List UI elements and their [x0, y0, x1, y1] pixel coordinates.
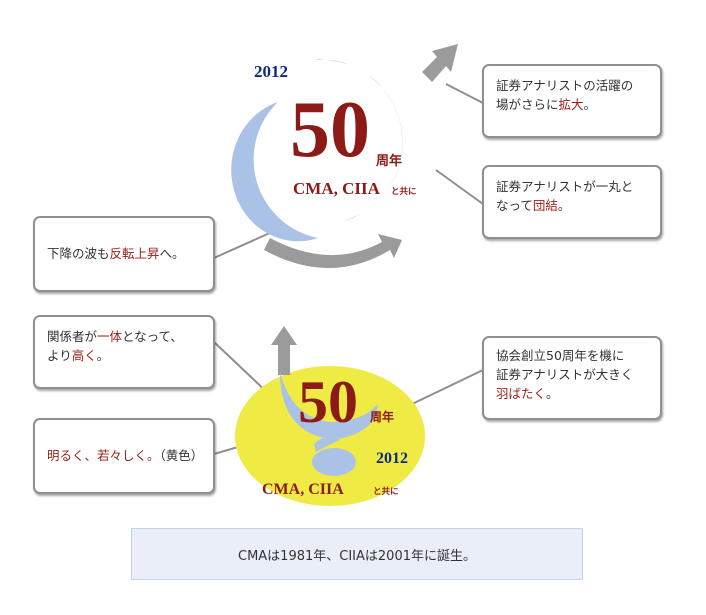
top-org: CMA, CIIA: [293, 179, 381, 198]
connector-line: [213, 341, 271, 396]
text-segment: 場がさらに: [496, 97, 559, 112]
text-segment: 。: [96, 348, 110, 363]
text-segment: なって: [496, 198, 533, 213]
blue-swoosh: [280, 372, 378, 440]
callout-expand-line1: 証券アナリストの活躍の: [496, 78, 634, 93]
connector-line: [409, 369, 484, 406]
callout-bright-line: 明るく、若々しく。（黄色）: [47, 446, 204, 465]
callout-together-line1: 関係者が一体となって、: [47, 327, 201, 346]
callout-anniversary: 協会創立50周年を機に 証券アナリストが大きく 羽ばたく。: [482, 336, 662, 420]
highlight-text: 反転上昇: [109, 246, 160, 261]
bottom-logo: 50 周年 2012 CMA, CIIA と共に: [235, 326, 425, 506]
up-right-arrow-icon: [422, 44, 458, 82]
callout-expand-line2: 場がさらに拡大。: [496, 95, 648, 114]
bottom-year: 2012: [376, 450, 408, 467]
callout-rise: 下降の波も反転上昇へ。: [33, 216, 215, 292]
callout-unite-line1: 証券アナリストが一丸と: [496, 179, 634, 194]
bottom-org: CMA, CIIA: [262, 481, 344, 498]
callout-unite-line2: なって団結。: [496, 196, 648, 215]
text-segment: 。: [583, 97, 597, 112]
callout-expand: 証券アナリストの活躍の 場がさらに拡大。: [482, 64, 662, 138]
footer-note: CMAは1981年、CIIAは2001年に誕生。: [131, 528, 583, 580]
curved-arrow-icon: [264, 234, 402, 268]
highlight-text: 明るく、若々しく。: [47, 448, 160, 463]
text-segment: （黄色）: [159, 448, 204, 463]
text-segment: より: [47, 348, 72, 363]
callout-anniversary-line1: 協会創立50周年を機に: [496, 348, 625, 363]
text-segment: へ。: [159, 246, 185, 261]
top-year: 2012: [254, 62, 288, 81]
connector-line: [435, 169, 484, 205]
callout-anniversary-line2: 証券アナリストが大きく: [496, 367, 634, 382]
bottom-with: と共に: [373, 486, 399, 496]
light-blue-crescent: [231, 102, 318, 242]
callout-together-line2: より高く。: [47, 346, 201, 365]
highlight-text: 拡大: [558, 97, 584, 112]
blue-wing: [314, 436, 340, 452]
highlight-text: 団結: [532, 198, 558, 213]
text-segment: 。: [546, 386, 559, 401]
callout-rise-line: 下降の波も反転上昇へ。: [47, 244, 201, 263]
bottom-number: 50: [298, 369, 358, 435]
top-suffix: 周年: [376, 153, 402, 168]
callout-bright: 明るく、若々しく。（黄色）: [33, 418, 215, 494]
connector-line: [213, 231, 273, 259]
connector-line: [445, 83, 484, 104]
top-logo: 2012 50 周年 CMA, CIIA と共に: [231, 44, 458, 268]
text-segment: となって、: [122, 329, 183, 344]
text-segment: 。: [557, 198, 571, 213]
text-segment: 下降の波も: [47, 246, 110, 261]
blue-blob: [312, 448, 356, 476]
bottom-suffix: 周年: [370, 409, 394, 424]
top-number: 50: [290, 86, 370, 174]
highlight-text: 羽ばたく: [496, 386, 547, 401]
callout-unite: 証券アナリストが一丸と なって団結。: [482, 165, 662, 239]
up-arrow-icon: [271, 326, 297, 375]
highlight-text: 一体: [97, 329, 123, 344]
callout-together: 関係者が一体となって、 より高く。: [33, 315, 215, 389]
callout-anniversary-line3: 羽ばたく。: [496, 384, 648, 403]
highlight-text: 高く: [71, 348, 97, 363]
text-segment: 関係者が: [47, 329, 98, 344]
top-with: と共に: [391, 186, 417, 196]
